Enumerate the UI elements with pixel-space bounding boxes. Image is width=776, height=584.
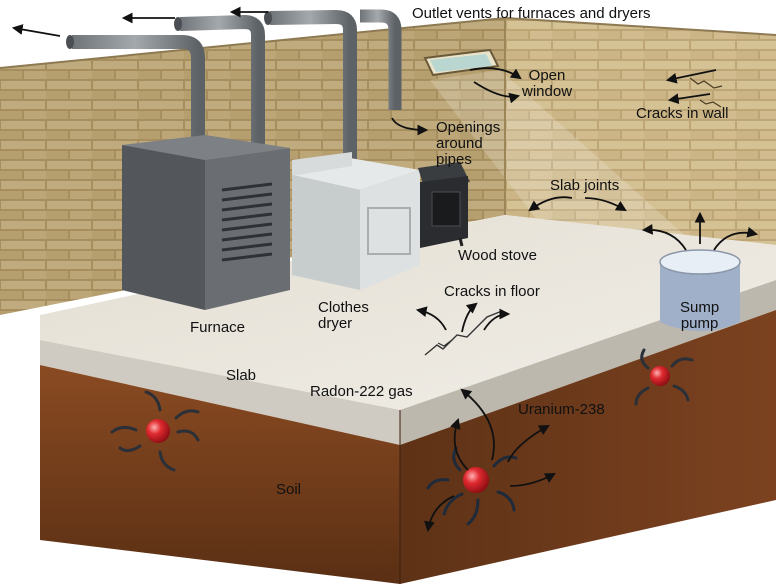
label-uranium: Uranium-238	[518, 401, 605, 418]
wood-stove-unit	[418, 162, 470, 248]
floor-crack	[424, 310, 503, 356]
label-cracks-in-floor: Cracks in floor	[444, 283, 540, 300]
label-cracks-in-wall: Cracks in wall	[636, 105, 729, 122]
slab-front-edge	[40, 340, 400, 445]
label-radon-gas: Radon-222 gas	[310, 383, 413, 400]
label-openings-around-pipes: Openings around pipes	[436, 119, 501, 168]
label-open-window: Open window	[522, 67, 573, 100]
right-brick-wall	[505, 18, 776, 245]
label-slab-joints: Slab joints	[550, 177, 620, 194]
label-clothes-dryer: Clothes dryer	[318, 299, 369, 332]
floor-slab	[40, 215, 776, 410]
airflow-arrows	[11, 6, 759, 533]
sump-pump-unit	[659, 249, 741, 331]
uranium-atom-right	[634, 348, 694, 406]
furnace-unit	[122, 135, 290, 310]
soil-front	[40, 365, 400, 584]
label-sump-pump: Sump pump	[680, 299, 720, 332]
label-outlet-vents: Outlet vents for furnaces and dryers	[412, 5, 651, 22]
open-window	[423, 48, 500, 77]
label-furnace: Furnace	[190, 319, 246, 336]
label-slab: Slab	[226, 367, 257, 384]
label-wood-stove: Wood stove	[458, 247, 537, 264]
label-soil: Soil	[276, 481, 302, 498]
soil-side	[400, 310, 776, 584]
clothes-dryer-unit	[292, 152, 420, 290]
uranium-atom-left	[110, 390, 200, 472]
vent-pipes	[66, 9, 402, 165]
